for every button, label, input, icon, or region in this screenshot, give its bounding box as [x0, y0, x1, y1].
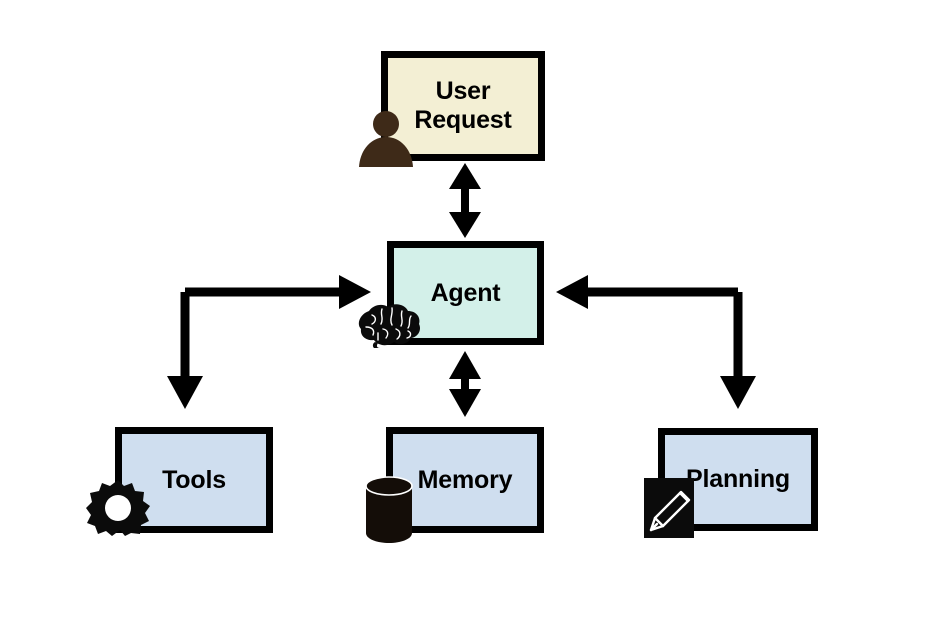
node-agent-label: Agent	[430, 278, 501, 307]
connector-agent-memory	[449, 351, 481, 417]
node-user-request[interactable]: User Request	[381, 51, 545, 161]
node-tools-label: Tools	[162, 465, 226, 494]
node-user-request-label: User Request	[414, 77, 512, 134]
node-memory[interactable]: Memory	[386, 427, 544, 533]
node-memory-label: Memory	[417, 465, 513, 494]
connector-tools-agent	[167, 275, 371, 409]
connector-planning-agent	[556, 275, 756, 409]
node-agent[interactable]: Agent	[387, 241, 544, 345]
node-planning-label: Planning	[686, 465, 790, 494]
node-planning[interactable]: Planning	[658, 428, 818, 531]
node-tools[interactable]: Tools	[115, 427, 273, 533]
connector-user-request-agent	[449, 163, 481, 238]
